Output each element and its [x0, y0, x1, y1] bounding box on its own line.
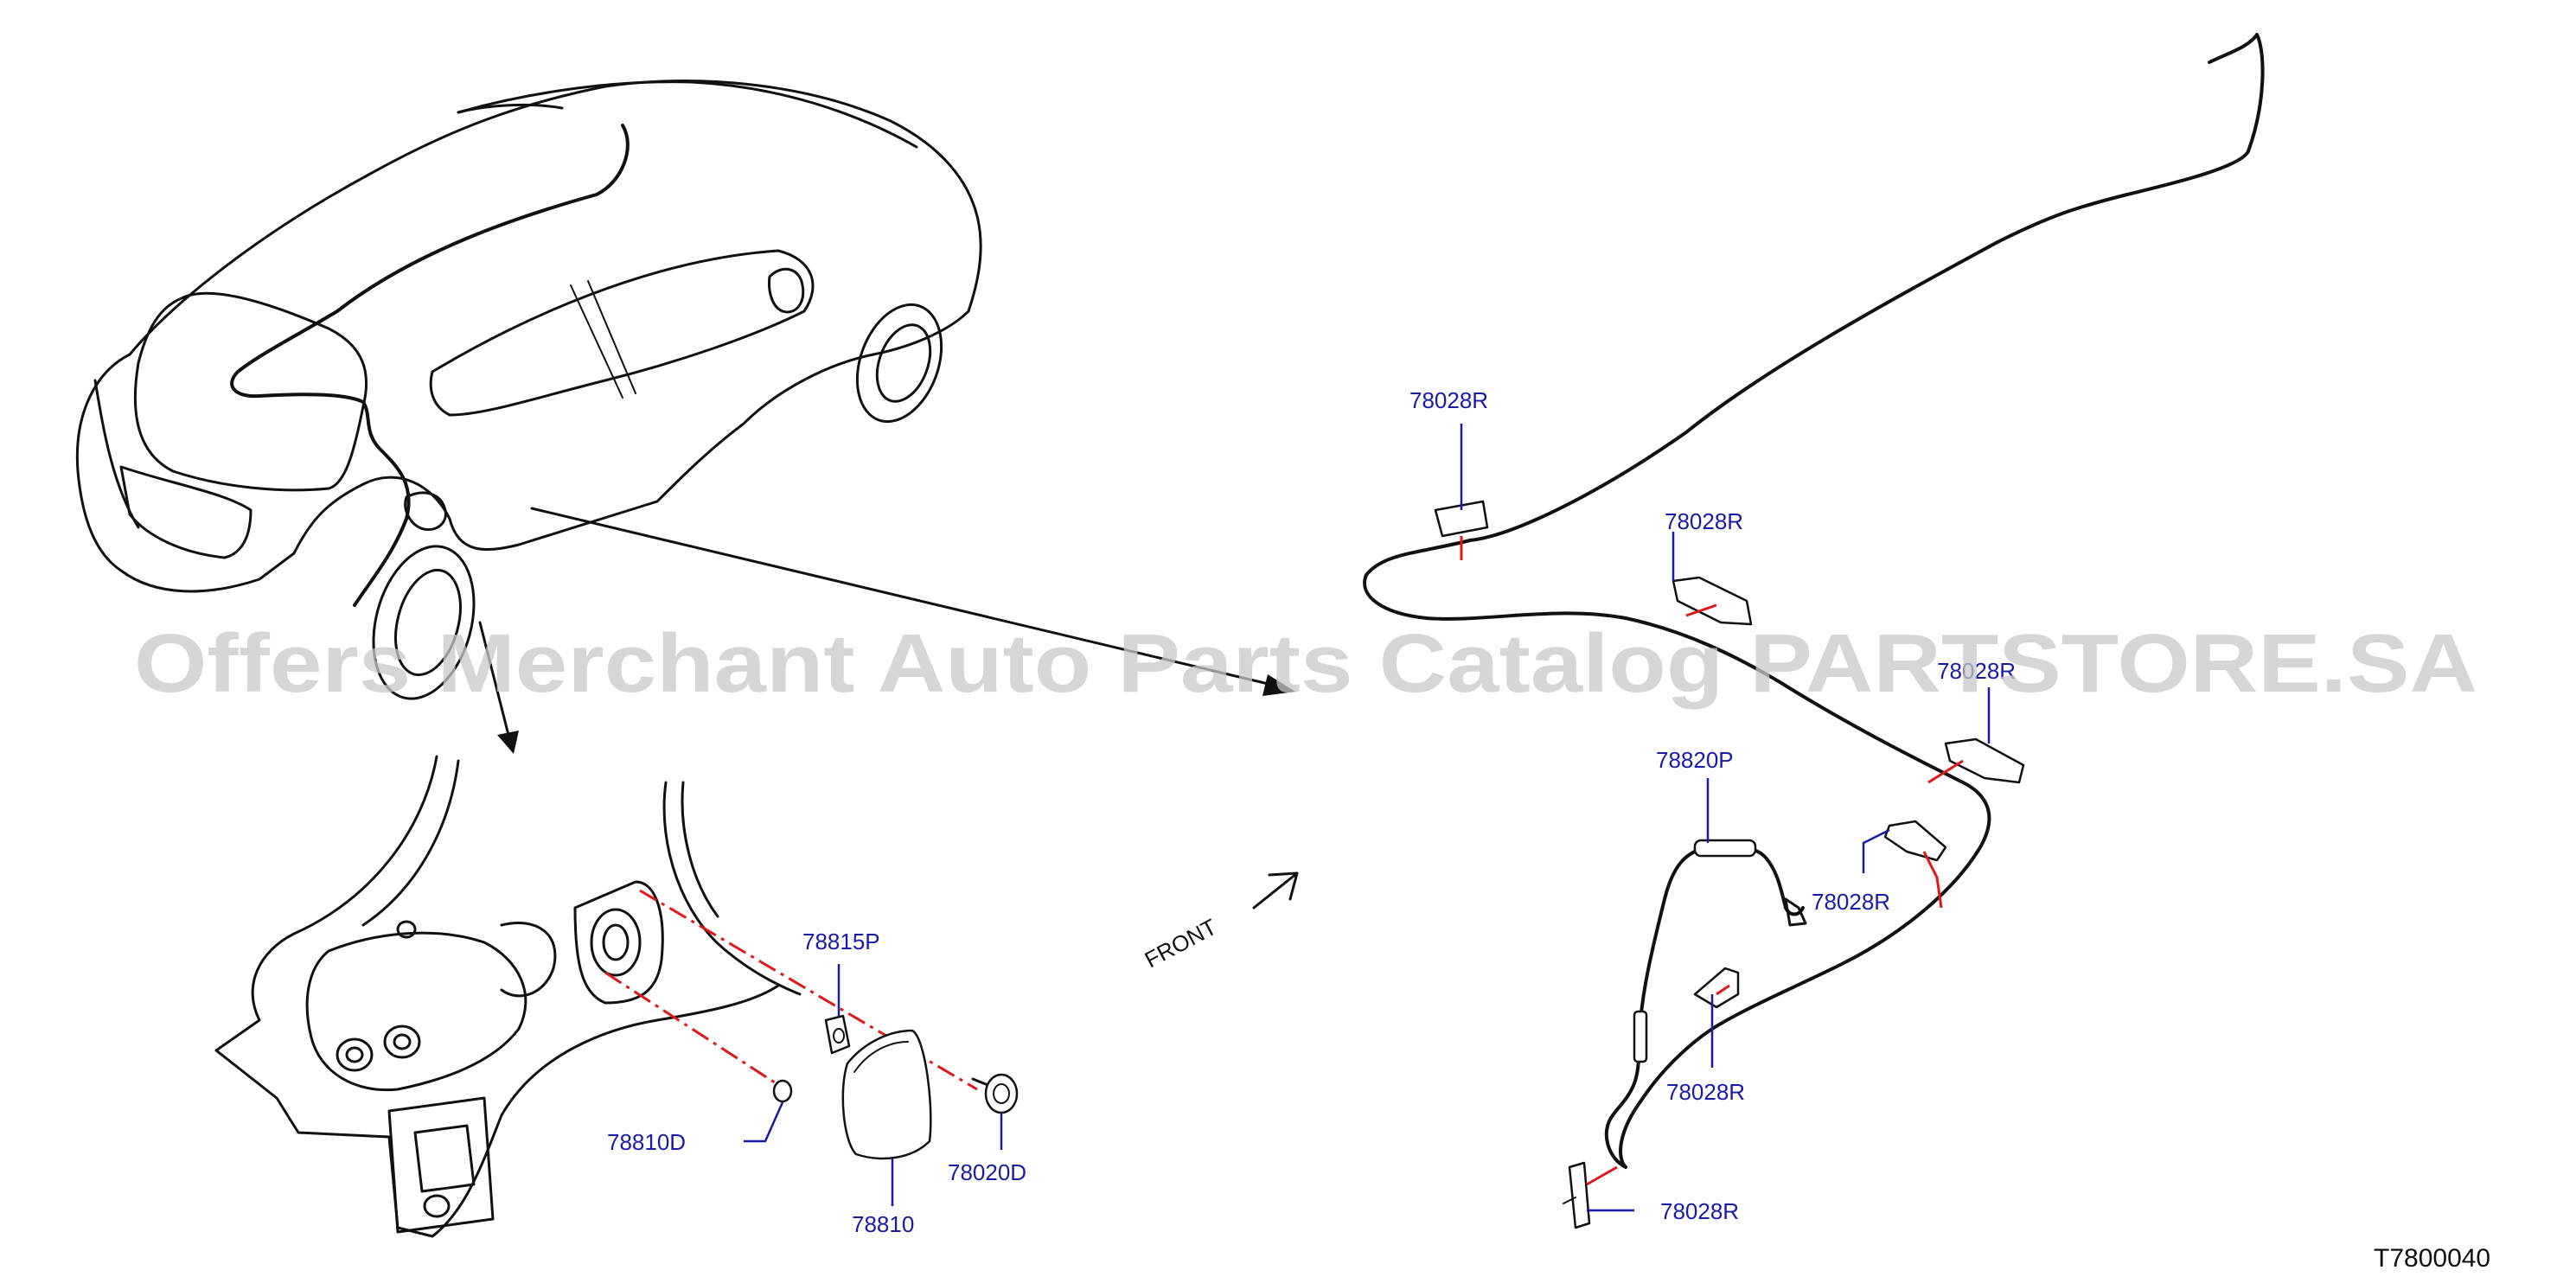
callout-clip-bottom: 78028R	[1660, 1198, 1739, 1224]
callout-fuel-lid: 78810	[852, 1211, 914, 1237]
clip-top-78028R	[1434, 500, 1489, 538]
clip-bottom-78028R	[1563, 1161, 1591, 1229]
callout-screw: 78020D	[948, 1159, 1026, 1185]
watermark: Offers Merchant Auto Parts Catalog PARTS…	[134, 617, 2477, 710]
clip-lower-mid-78028R	[1693, 967, 1740, 1009]
callout-screw-grommet: 78810D	[607, 1129, 686, 1155]
callout-clip-lower-mid: 78028R	[1666, 1079, 1745, 1105]
grommet-78810D	[772, 1079, 793, 1103]
opener-cable	[1363, 33, 2265, 1169]
callout-housing: 78815P	[802, 929, 880, 954]
callout-clip-right: 78028R	[1937, 658, 2016, 684]
front-indicator: FRONT	[1141, 871, 1299, 973]
front-label: FRONT	[1141, 914, 1221, 973]
clip-upper-mid-78028R	[1672, 576, 1753, 626]
fuel-lid-78810	[841, 1029, 932, 1160]
clip-right-78028R	[1944, 737, 2025, 784]
quarter-panel-illustration	[214, 755, 802, 1238]
vehicle-illustration	[75, 80, 982, 700]
diagram-id: T7800040	[2374, 1244, 2490, 1273]
detail-arrow-right	[530, 507, 1295, 696]
clip-lower-right-78028R	[1883, 820, 1947, 862]
callout-cable-assembly: 78820P	[1656, 747, 1734, 773]
assembly-line-housing	[639, 889, 978, 1091]
callout-clip-top: 78028R	[1409, 387, 1488, 413]
screw-78020D	[971, 1073, 1019, 1114]
clip-links	[1460, 536, 1964, 1186]
callout-clip-upper-mid: 78028R	[1665, 508, 1743, 534]
detail-arrow-down	[478, 621, 519, 754]
callout-clip-lower-right: 78028R	[1812, 889, 1890, 915]
callout-leaders	[744, 424, 1991, 1212]
assembly-line-grommet	[604, 971, 783, 1089]
housing-78815P	[824, 1014, 851, 1055]
